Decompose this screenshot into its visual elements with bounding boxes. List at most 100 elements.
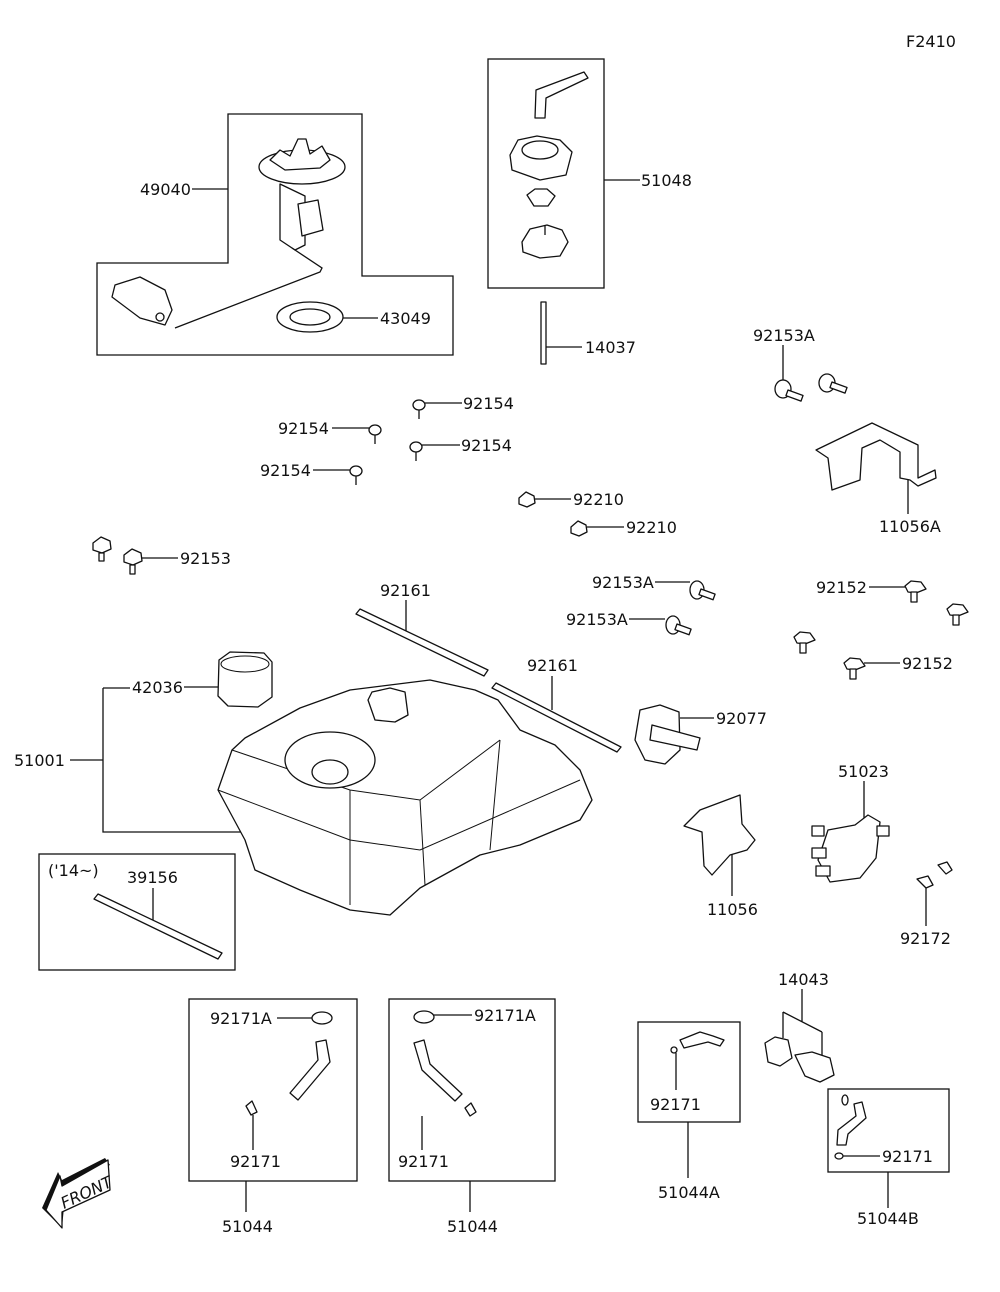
part-label-92171A-right[interactable]: 92171A <box>474 1006 536 1025</box>
part-label-42036[interactable]: 42036 <box>132 678 183 697</box>
part-label-92171-b[interactable]: 92171 <box>882 1147 933 1166</box>
hose-icon[interactable] <box>413 1039 463 1102</box>
bolt-icon[interactable] <box>689 580 716 601</box>
part-label-92161-a[interactable]: 92161 <box>380 581 431 600</box>
part-label-92171-left[interactable]: 92171 <box>230 1152 281 1171</box>
pad-39156-frame <box>38 853 236 971</box>
pad-92161-icon[interactable] <box>355 608 489 677</box>
pump-seal-icon[interactable] <box>276 301 344 333</box>
part-label-51044-right[interactable]: 51044 <box>447 1217 498 1236</box>
bolt-92153-group: 92153 <box>92 536 231 575</box>
screw-icon[interactable] <box>409 441 423 461</box>
clamp-icon[interactable] <box>311 1011 333 1025</box>
part-label-92154-b[interactable]: 92154 <box>278 419 329 438</box>
clamp-icon[interactable] <box>670 1046 678 1054</box>
part-label-51001[interactable]: 51001 <box>14 751 65 770</box>
cover-14043-icon[interactable] <box>764 1036 793 1067</box>
cover-14043-group: 14043 <box>764 970 835 1083</box>
fuel-tank-icon[interactable] <box>217 679 593 916</box>
pad-92161-icon[interactable] <box>491 682 622 753</box>
bolt-icon[interactable] <box>92 536 112 562</box>
part-label-92171-a[interactable]: 92171 <box>650 1095 701 1114</box>
strip-14037-icon[interactable] <box>540 301 547 365</box>
screw-92154-group: 92154 92154 92154 92154 <box>260 394 514 485</box>
clamp-icon[interactable] <box>916 875 934 889</box>
filter-42036-icon[interactable] <box>217 651 273 708</box>
part-label-14043[interactable]: 14043 <box>778 970 829 989</box>
part-label-51048[interactable]: 51048 <box>641 171 692 190</box>
part-label-92154-c[interactable]: 92154 <box>461 436 512 455</box>
part-label-92210-a[interactable]: 92210 <box>573 490 624 509</box>
part-label-92152-b[interactable]: 92152 <box>902 654 953 673</box>
leader-14043 <box>782 989 823 1056</box>
part-label-92077[interactable]: 92077 <box>716 709 767 728</box>
nut-icon[interactable] <box>570 520 588 537</box>
part-label-51044A[interactable]: 51044A <box>658 1183 720 1202</box>
bolt-icon[interactable] <box>818 373 848 394</box>
hose-icon[interactable] <box>836 1101 867 1146</box>
part-label-92153A-top[interactable]: 92153A <box>753 326 815 345</box>
part-label-51044B[interactable]: 51044B <box>857 1209 919 1228</box>
fuel-pump-group: 49040 43049 <box>96 113 454 356</box>
clamp-icon[interactable] <box>464 1102 477 1117</box>
bolt-icon[interactable] <box>793 631 816 654</box>
nut-92210-group: 92210 92210 <box>518 490 677 537</box>
part-label-92152-a[interactable]: 92152 <box>816 578 867 597</box>
cover-14043-icon[interactable] <box>794 1051 835 1083</box>
pad-39156-group: ('14~) 39156 <box>38 853 236 971</box>
part-label-92154-d[interactable]: 92154 <box>260 461 311 480</box>
bolt-icon[interactable] <box>123 548 143 575</box>
part-label-11056A[interactable]: 11056A <box>879 517 941 536</box>
pad-39156-icon[interactable] <box>93 893 223 960</box>
part-label-92153[interactable]: 92153 <box>180 549 231 568</box>
figure-code: F2410 <box>906 32 956 51</box>
part-label-39156[interactable]: 39156 <box>127 868 178 887</box>
bracket-11056-icon[interactable] <box>683 794 756 876</box>
hose-51044-left-group: 92171A 92171 51044 <box>188 998 358 1236</box>
part-label-92210-b[interactable]: 92210 <box>626 518 677 537</box>
fuel-pump-frame <box>96 113 454 356</box>
bolt-icon[interactable] <box>774 379 804 402</box>
bracket-11056A-icon[interactable] <box>815 422 937 491</box>
bolt-icon[interactable] <box>904 580 927 603</box>
part-label-92171A-left[interactable]: 92171A <box>210 1009 272 1028</box>
screw-icon[interactable] <box>349 465 363 485</box>
grommet-92077-group: 92077 <box>634 704 767 765</box>
cap-assy-group: 51048 <box>487 58 692 289</box>
nut-icon[interactable] <box>518 491 536 508</box>
hose-icon[interactable] <box>679 1031 725 1049</box>
screw-icon[interactable] <box>368 424 382 444</box>
part-label-51023[interactable]: 51023 <box>838 762 889 781</box>
bolt-icon[interactable] <box>843 657 866 680</box>
part-label-92172[interactable]: 92172 <box>900 929 951 948</box>
part-label-92153A-a[interactable]: 92153A <box>592 573 654 592</box>
bracket-11056-group: 11056 <box>683 794 758 919</box>
clamp-icon[interactable] <box>841 1094 849 1106</box>
clamp-icon[interactable] <box>834 1152 844 1160</box>
screw-icon[interactable] <box>412 399 426 419</box>
part-label-51044-left[interactable]: 51044 <box>222 1217 273 1236</box>
part-label-11056[interactable]: 11056 <box>707 900 758 919</box>
part-label-92161-b[interactable]: 92161 <box>527 656 578 675</box>
bolt-icon[interactable] <box>665 615 692 636</box>
part-label-92153A-b[interactable]: 92153A <box>566 610 628 629</box>
part-label-43049[interactable]: 43049 <box>380 309 431 328</box>
clamp-icon[interactable] <box>937 861 953 875</box>
bolt-icon[interactable] <box>946 603 969 626</box>
fuel-pump-icon[interactable] <box>111 138 346 329</box>
part-label-92154-a[interactable]: 92154 <box>463 394 514 413</box>
part-label-49040[interactable]: 49040 <box>140 180 191 199</box>
clamp-icon[interactable] <box>413 1010 435 1024</box>
bracket-51001 <box>102 688 242 833</box>
valve-51023-icon[interactable] <box>811 814 890 883</box>
clamp-icon[interactable] <box>245 1100 258 1116</box>
cap-assy-icon[interactable] <box>509 71 589 259</box>
cap-assy-frame <box>487 58 605 289</box>
part-label-92171-right[interactable]: 92171 <box>398 1152 449 1171</box>
grommet-92077-icon[interactable] <box>634 704 701 765</box>
hose-icon[interactable] <box>289 1039 331 1101</box>
part-label-14037[interactable]: 14037 <box>585 338 636 357</box>
valve-51023-group: 51023 <box>811 762 890 883</box>
pad-92161-group: 92161 92161 <box>355 581 622 753</box>
